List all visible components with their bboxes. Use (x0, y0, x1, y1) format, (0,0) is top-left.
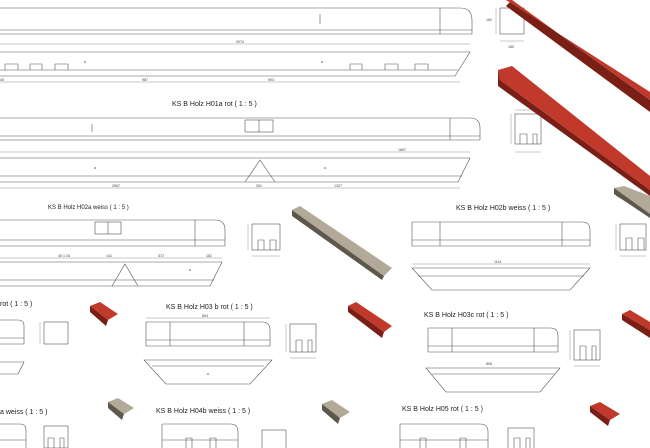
title-h02a: KS B Holz H02a weiss ( 1 : 5 ) (48, 205, 129, 211)
h03b-plan (143, 359, 273, 385)
beam-3d-red-3 (90, 302, 118, 326)
beam-3d-red-5 (622, 310, 650, 338)
beam-3d-grey-1 (292, 206, 392, 280)
top-plan (0, 51, 471, 83)
dim-h02a-c: 572 (158, 254, 164, 258)
h02b-section (615, 223, 647, 257)
h03c-section (569, 329, 601, 367)
h02a-section (247, 223, 281, 257)
h04-left-partial (0, 423, 69, 448)
h02b-plan (411, 263, 591, 291)
beam-3d-red-1 (506, 0, 650, 112)
title-h04b: KS B Holz H04b weiss ( 1 : 5 ) (156, 408, 251, 415)
dim-h02b-len: 1114 (494, 260, 502, 264)
dim-h02a-b: 141 (106, 254, 112, 258)
beam-3d-red-2 (498, 66, 650, 196)
h01a-section (510, 109, 542, 153)
dim-h01a-right: 1327 (334, 184, 342, 188)
title-h01a: KS B Holz H01a rot ( 1 : 5 ) (172, 101, 257, 108)
h04b-elevation (161, 423, 287, 448)
dim-h03c-len: 806 (486, 362, 492, 366)
h03c-elevation (427, 327, 559, 353)
title-h04-left: a weiss ( 1 : 5 ) (0, 409, 48, 416)
title-h03-left: rot ( 1 : 5 ) (0, 301, 33, 308)
h05-elevation (399, 423, 535, 448)
h02a-plan (0, 257, 223, 287)
beam-3d-red-4 (348, 302, 392, 338)
dim-top-len: 3074 (236, 40, 244, 44)
dim-h01a-left: 2567 (112, 184, 120, 188)
h02a-elevation (0, 219, 226, 247)
h03c-plan (425, 367, 561, 393)
top-elevation (0, 7, 473, 45)
h03b-section (285, 323, 317, 359)
h03-left-partial (0, 319, 69, 375)
dim-section-width: 180 (508, 45, 514, 49)
dim-section-height: 160 (486, 18, 492, 22)
beam-3d-grey-3 (108, 398, 134, 420)
title-h03b: KS B Holz H03 b rot ( 1 : 5 ) (166, 304, 253, 311)
dim-top-mid2: 903 (268, 78, 274, 82)
title-h03c: KS B Holz H03c rot ( 1 : 5 ) (424, 312, 509, 319)
dim-h01a-total: 1697 (398, 148, 406, 152)
h01a-plan (0, 151, 471, 189)
dim-small: 40 (0, 78, 4, 82)
title-h05: KS B Holz H05 rot ( 1 : 5 ) (402, 406, 483, 413)
beam-3d-grey-2 (614, 186, 650, 218)
h03b-elevation (145, 317, 271, 347)
dim-h03b-len: 804 (202, 314, 208, 318)
h02b-elevation (411, 221, 591, 247)
dim-top-mid: 987 (142, 78, 148, 82)
title-h02b: KS B Holz H02b weiss ( 1 : 5 ) (456, 205, 551, 212)
dim-h02a-a: 40 1 34 (58, 254, 70, 258)
beam-3d-grey-4 (322, 400, 350, 424)
h01a-elevation (0, 117, 481, 141)
dim-h01a-mid: 261 (256, 184, 262, 188)
beam-3d-red-6 (590, 402, 620, 426)
dim-h02a-d: 182 (206, 254, 212, 258)
